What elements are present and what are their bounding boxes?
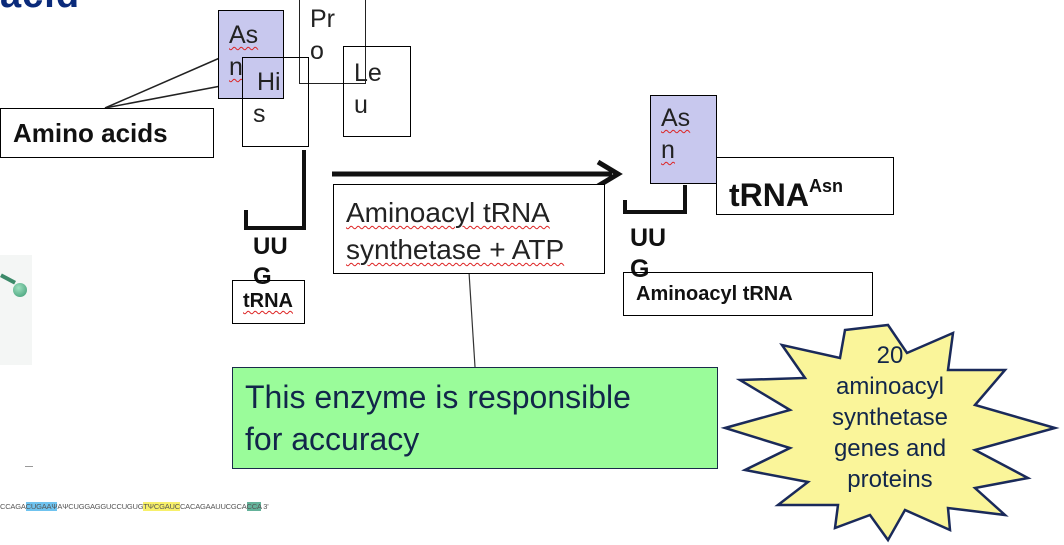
- accuracy-callout: This enzyme is responsible for accuracy: [232, 367, 718, 469]
- reaction-arrowhead: [596, 159, 623, 189]
- left-anticodon-line2: G: [253, 263, 272, 290]
- amino-acid-asn-line1: As: [229, 21, 259, 49]
- seq-tpsic-highlight: TΨCGAUC: [143, 502, 180, 511]
- seq-mid1: AΨCUGGAGGUCCUGUG: [57, 502, 144, 511]
- callout-line2: for accuracy: [245, 421, 420, 457]
- amino-acids-pointer-line-1: [104, 56, 223, 109]
- amino-acid-his-line1: Hi: [257, 68, 281, 96]
- amino-acid-pro-line1: Pr: [310, 5, 335, 33]
- starburst-line-2: aminoacyl: [835, 373, 945, 400]
- amino-acid-asn-line2: n: [229, 53, 243, 81]
- left-trna-shape: [244, 150, 306, 230]
- product-label: Aminoacyl tRNA: [623, 272, 873, 316]
- starburst-line-1: 20: [876, 342, 904, 369]
- trna-sequence: CCAGACUGAAΨAΨCUGGAGGUCCUGUGTΨCGAUCCACAGA…: [0, 502, 269, 511]
- amino-acid-box-his: Hi s: [242, 57, 309, 147]
- amino-acid-box-asn: As n: [218, 10, 284, 99]
- seq-cca-highlight: CCA: [246, 502, 262, 511]
- product-amino-acid-line1: As: [661, 104, 691, 132]
- starburst-line-3: synthetase: [831, 404, 949, 431]
- callout-connector-line: [468, 271, 476, 368]
- product-trna-label-base: tRNA: [729, 177, 809, 213]
- amino-acid-pro-line2: o: [310, 37, 324, 65]
- left-anticodon: UU G: [253, 232, 288, 292]
- molecule-bond: [0, 273, 17, 285]
- amino-acids-label: Amino acids: [0, 108, 214, 158]
- amino-acid-leu-line1: Le: [354, 59, 382, 87]
- left-trna-label: tRNA: [232, 280, 305, 324]
- molecule-image-fragment: [0, 255, 32, 365]
- amino-acid-box-leu: Le u: [343, 46, 411, 137]
- right-anticodon-line2: G: [630, 255, 650, 283]
- slide-title-fragment: acid: [0, 0, 80, 17]
- starburst-line-5: proteins: [847, 466, 933, 493]
- starburst-shape: [720, 323, 1060, 543]
- enzyme-label-line2: synthetase + ATP: [346, 234, 565, 265]
- starburst-text: 20 aminoacyl synthetase genes and protei…: [800, 340, 980, 495]
- amino-acid-box-pro: Pr o: [299, 0, 366, 84]
- right-anticodon-line1: UU: [630, 224, 667, 252]
- product-amino-acid-line2: n: [661, 136, 675, 164]
- product-trna-label-superscript: Asn: [808, 176, 843, 196]
- small-dash: [25, 466, 33, 467]
- callout-line1: This enzyme is responsible: [245, 379, 631, 415]
- enzyme-box: Aminoacyl tRNA synthetase + ATP: [333, 184, 605, 274]
- seq-anticodon-highlight: CUGAAΨ: [25, 502, 58, 511]
- right-trna-shape: [623, 185, 687, 214]
- seq-pre: CCAGA: [0, 502, 26, 511]
- amino-acid-his-line2: s: [253, 100, 266, 128]
- starburst-line-4: genes and: [833, 435, 947, 462]
- right-anticodon: UU G: [630, 223, 666, 285]
- molecule-atom-icon: [13, 283, 27, 297]
- seq-mid2: CACAGAAUUCGCA: [179, 502, 247, 511]
- left-trna-label-text: tRNA: [243, 290, 293, 312]
- seq-end: 3': [261, 502, 269, 511]
- left-anticodon-line1: UU: [253, 233, 288, 260]
- enzyme-label-line1: Aminoacyl tRNA: [346, 197, 550, 228]
- product-amino-acid-box-asn: As n: [650, 95, 717, 184]
- amino-acid-leu-line2: u: [354, 91, 368, 119]
- product-trna-label: tRNAAsn: [716, 157, 894, 215]
